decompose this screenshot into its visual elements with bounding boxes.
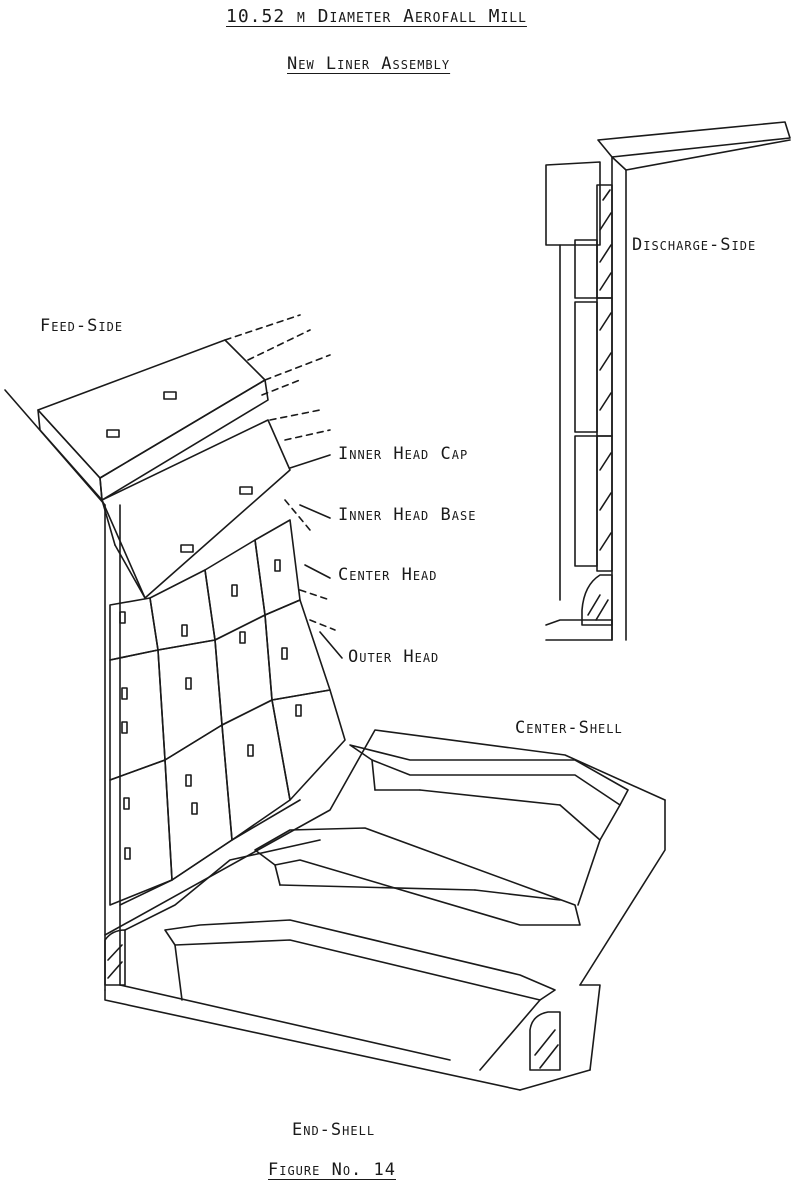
leader-lines bbox=[290, 455, 342, 658]
figure-title: 10.52 m Diameter Aerofall Mill bbox=[226, 6, 527, 27]
label-center-head: Center Head bbox=[338, 565, 438, 585]
label-center-shell: Center-Shell bbox=[515, 718, 623, 738]
label-end-shell: End-Shell bbox=[292, 1120, 376, 1140]
discharge-side-section bbox=[546, 122, 790, 640]
label-feed-side: Feed-Side bbox=[40, 316, 124, 336]
label-outer-head: Outer Head bbox=[348, 647, 440, 667]
figure-subtitle: New Liner Assembly bbox=[287, 54, 451, 74]
label-discharge-side: Discharge-Side bbox=[632, 235, 757, 255]
label-inner-head-base: Inner Head Base bbox=[338, 505, 477, 525]
shell-liners bbox=[105, 730, 665, 1090]
label-inner-head-cap: Inner Head Cap bbox=[338, 444, 469, 464]
feed-side-head-liners bbox=[5, 315, 345, 990]
figure-caption: Figure No. 14 bbox=[268, 1160, 396, 1180]
